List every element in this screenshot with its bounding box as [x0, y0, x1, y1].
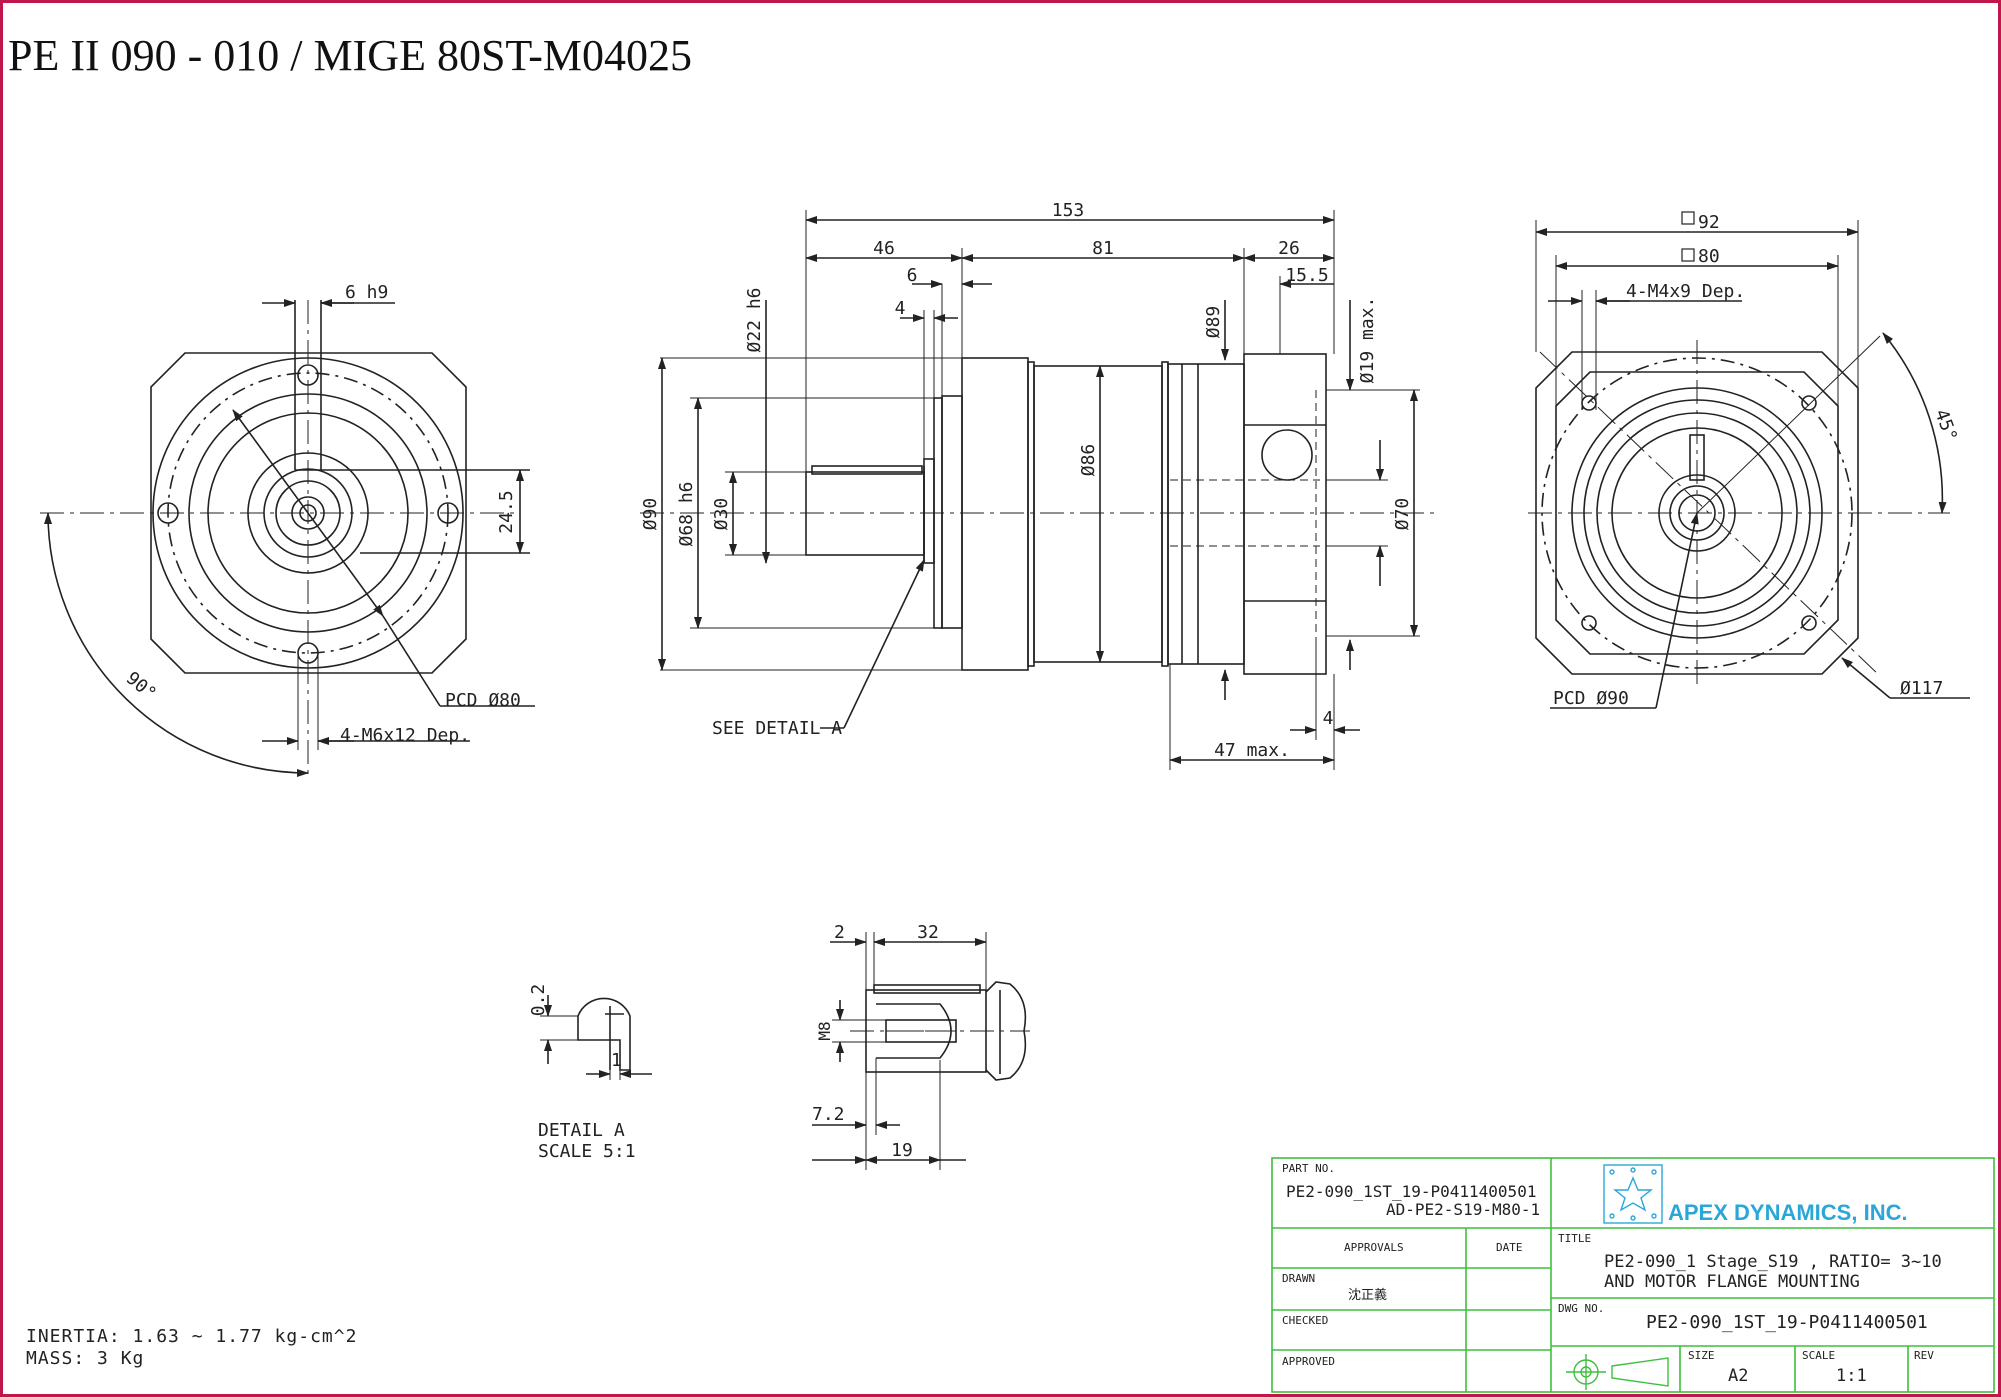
- title-line-1: PE2-090_1 Stage_S19 , RATIO= 3~10: [1604, 1252, 1942, 1272]
- diameter-86-label: Ø86: [1078, 444, 1099, 477]
- inertia-note: INERTIA: 1.63 ~ 1.77 kg-cm^2: [26, 1326, 358, 1347]
- rev-label: REV: [1914, 1349, 1934, 1362]
- rear-holes-label: 4-M4x9 Dep.: [1626, 281, 1745, 302]
- part-no-2: AD-PE2-S19-M80-1: [1386, 1200, 1541, 1219]
- shaft-dim-7-2-label: 7.2: [812, 1104, 845, 1125]
- see-detail-label: SEE DETAIL A: [712, 718, 842, 739]
- shaft-dim-2-label: 2: [834, 922, 845, 943]
- length-46-label: 46: [873, 238, 895, 259]
- length-26-label: 26: [1278, 238, 1300, 259]
- approved-label: APPROVED: [1282, 1355, 1335, 1368]
- drawn-by: 沈正義: [1348, 1288, 1388, 1303]
- length-4-top-label: 4: [895, 298, 906, 319]
- detail-a: [540, 995, 652, 1080]
- checked-label: CHECKED: [1282, 1314, 1329, 1327]
- shaft-dim-32-label: 32: [917, 922, 939, 943]
- title-line-2: AND MOTOR FLANGE MOUNTING: [1604, 1272, 1860, 1292]
- length-15-5-label: 15.5: [1285, 265, 1328, 286]
- diameter-117-label: Ø117: [1900, 678, 1943, 699]
- scale-value: 1:1: [1836, 1366, 1867, 1386]
- length-6-label: 6: [907, 265, 918, 286]
- scale-label: SCALE: [1802, 1349, 1836, 1362]
- part-no-1: PE2-090_1ST_19-P0411400501: [1286, 1182, 1537, 1201]
- projection-symbol-icon: [1566, 1354, 1669, 1390]
- shaft-diameter-label: Ø22 h6: [744, 287, 765, 352]
- diameter-68-label: Ø68 h6: [676, 481, 697, 546]
- approvals-label: APPROVALS: [1344, 1241, 1404, 1254]
- size-label: SIZE: [1688, 1349, 1715, 1362]
- square-92-label: 92: [1698, 212, 1720, 233]
- key-height-label: 24.5: [496, 490, 517, 533]
- diameter-19-label: Ø19 max.: [1357, 297, 1378, 384]
- key-width-label: 6 h9: [345, 282, 388, 303]
- drawing-title: PE II 090 - 010 / MIGE 80ST-M04025: [8, 31, 693, 80]
- front-pcd-label: PCD Ø80: [445, 690, 521, 711]
- thread-label: M8: [815, 1021, 834, 1040]
- side-view: [640, 210, 1440, 770]
- mass-note: MASS: 3 Kg: [26, 1348, 145, 1369]
- dwg-no: PE2-090_1ST_19-P0411400501: [1646, 1312, 1928, 1333]
- length-81-label: 81: [1092, 238, 1114, 259]
- diameter-89-label: Ø89: [1203, 306, 1224, 339]
- shaft-dim-19-label: 19: [891, 1140, 913, 1161]
- size-value: A2: [1728, 1366, 1749, 1386]
- front-holes-label: 4-M6x12 Dep.: [340, 725, 470, 746]
- company-name: APEX DYNAMICS, INC.: [1668, 1200, 1908, 1225]
- date-label: DATE: [1496, 1241, 1523, 1254]
- rear-view: [1528, 211, 1970, 709]
- diameter-90-label: Ø90: [640, 498, 661, 531]
- detail-a-label: DETAIL A: [538, 1120, 625, 1141]
- square-80-label: 80: [1698, 246, 1720, 267]
- total-length-label: 153: [1052, 200, 1085, 221]
- diameter-30-label: Ø30: [711, 498, 732, 531]
- detail-dim-1-label: 1: [611, 1050, 622, 1071]
- detail-scale-label: SCALE 5:1: [538, 1141, 636, 1162]
- part-no-label: PART NO.: [1282, 1162, 1335, 1175]
- title-label: TITLE: [1558, 1232, 1592, 1245]
- rear-pcd-label: PCD Ø90: [1553, 688, 1629, 709]
- apex-logo-icon: [1603, 1164, 1663, 1224]
- front-view: [40, 299, 535, 780]
- length-47-label: 47 max.: [1214, 740, 1290, 761]
- title-block: [1271, 1157, 1995, 1393]
- detail-dim-02-label: 0.2: [528, 984, 549, 1017]
- diameter-70-label: Ø70: [1392, 498, 1413, 531]
- dwg-no-label: DWG NO.: [1558, 1302, 1605, 1315]
- length-4-bottom-label: 4: [1323, 708, 1334, 729]
- drawn-label: DRAWN: [1282, 1272, 1316, 1285]
- shaft-detail: [812, 932, 1030, 1170]
